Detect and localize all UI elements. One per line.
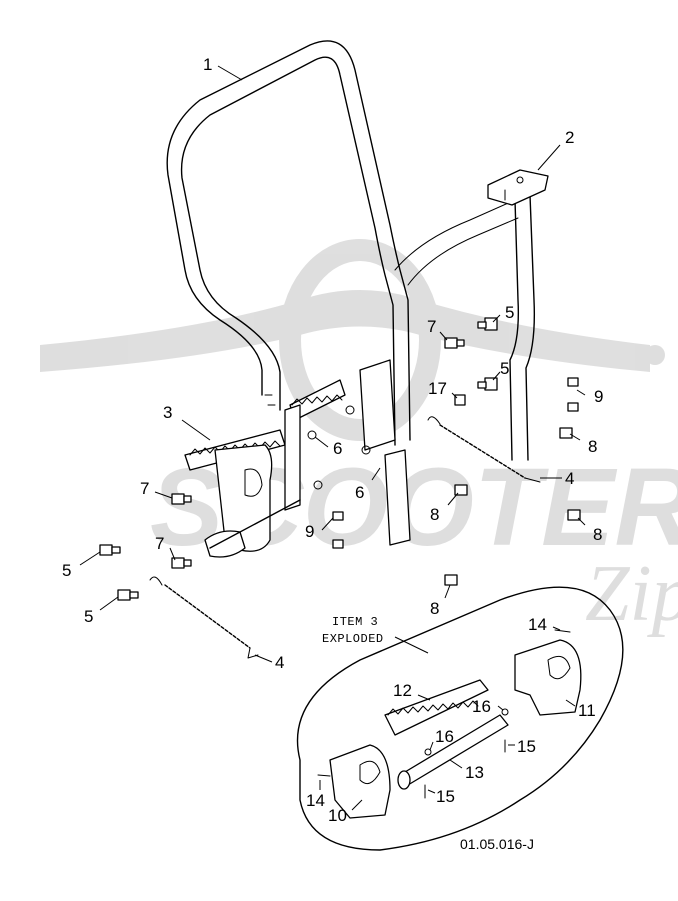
note-line-2: EXPLODED xyxy=(322,632,384,646)
callout-5-a: 5 xyxy=(62,561,71,580)
callout-3: 3 xyxy=(163,403,172,422)
callout-8-d: 8 xyxy=(430,599,439,618)
fastener-8d xyxy=(444,574,458,586)
exploded-view-outline xyxy=(296,586,624,851)
fastener-7a xyxy=(444,337,465,349)
fastener-8a xyxy=(559,427,573,439)
watermark-logo: SCOOTER Zip xyxy=(40,239,678,638)
callout-7-b: 7 xyxy=(140,479,149,498)
fastener-6 xyxy=(307,405,371,490)
callouts: 1 2 3 4 4 5 5 5 5 6 6 7 7 7 8 8 8 xyxy=(62,55,603,825)
part-1-handle-tube xyxy=(166,40,535,461)
callout-17: 17 xyxy=(428,379,447,398)
fasteners xyxy=(99,317,581,601)
fastener-5a xyxy=(99,544,121,556)
fastener-9a xyxy=(567,377,579,412)
callout-4-upper: 4 xyxy=(565,469,574,488)
callout-2: 2 xyxy=(565,128,574,147)
callout-11: 11 xyxy=(578,701,596,720)
callout-13: 13 xyxy=(465,763,484,782)
callout-5-c: 5 xyxy=(505,303,514,322)
callout-8-a: 8 xyxy=(588,437,597,456)
exploded-parts xyxy=(317,629,582,819)
exploded-note: ITEM 3 EXPLODED xyxy=(322,615,429,654)
callout-5-d: 5 xyxy=(500,359,509,378)
callout-10: 10 xyxy=(328,806,347,825)
callout-16-b: 16 xyxy=(435,727,454,746)
part-16-b xyxy=(424,748,432,756)
fastener-7b xyxy=(171,493,192,505)
fastener-7c xyxy=(171,557,192,569)
part-2-bracket xyxy=(487,169,549,206)
part-4-spring-upper xyxy=(427,416,541,483)
note-line-1: ITEM 3 xyxy=(332,615,378,629)
callout-6-a: 6 xyxy=(333,439,342,458)
callout-15-b: 15 xyxy=(436,787,455,806)
callout-8-b: 8 xyxy=(430,505,439,524)
fastener-9b xyxy=(332,511,344,549)
callout-4-lower: 4 xyxy=(275,653,284,672)
callout-16-a: 16 xyxy=(472,697,491,716)
callout-15-a: 15 xyxy=(517,737,536,756)
callout-14-a: 14 xyxy=(528,615,547,634)
drawing-reference: 01.05.016-J xyxy=(460,836,534,852)
part-12-pedal-plate xyxy=(384,679,489,736)
part-16-a xyxy=(501,708,509,716)
callout-9-b: 9 xyxy=(305,522,314,541)
fastener-5b xyxy=(117,589,139,601)
callout-14-b: 14 xyxy=(306,791,325,810)
callout-1: 1 xyxy=(203,55,212,74)
fastener-5d xyxy=(477,377,498,391)
callout-7-c: 7 xyxy=(155,534,164,553)
watermark-text-2: Zip xyxy=(585,550,678,638)
part-3-pedal-assembly xyxy=(184,359,411,558)
callout-6-b: 6 xyxy=(355,483,364,502)
part-14-pin-a xyxy=(554,629,571,633)
fastener-8c xyxy=(567,509,581,521)
callout-12: 12 xyxy=(393,681,412,700)
part-4-spring-lower xyxy=(149,576,259,659)
fastener-8b xyxy=(454,484,468,496)
callout-9-a: 9 xyxy=(594,387,603,406)
part-13-shaft xyxy=(399,714,509,786)
part-14-pin-b xyxy=(317,774,331,777)
callout-8-c: 8 xyxy=(593,525,602,544)
callout-5-b: 5 xyxy=(84,607,93,626)
callout-7-a: 7 xyxy=(427,317,436,336)
fastener-17 xyxy=(454,394,466,406)
